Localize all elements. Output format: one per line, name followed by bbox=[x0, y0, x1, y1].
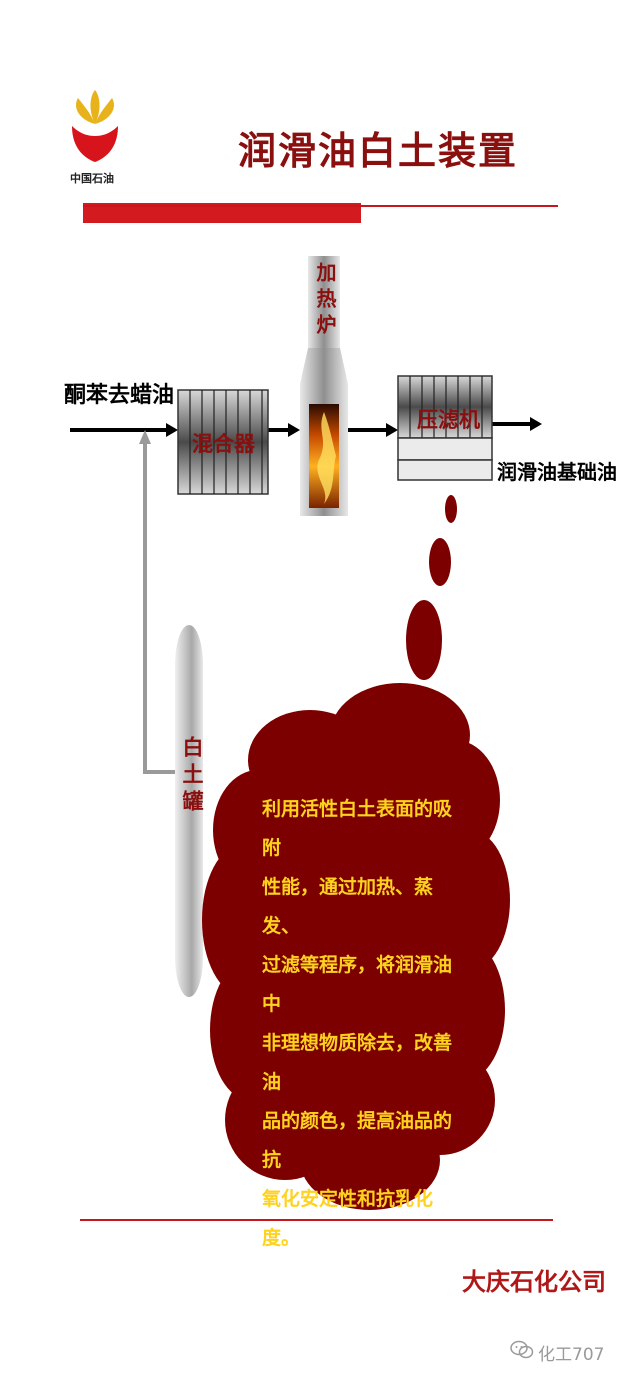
product-arrow bbox=[492, 417, 542, 431]
callout-line: 品的颜色，提高油品的抗 bbox=[262, 1110, 453, 1171]
clay-tank-label: 白土罐 bbox=[180, 736, 205, 817]
callout-line: 性能，通过加热、蒸发、 bbox=[262, 876, 434, 937]
clay-feed-line bbox=[139, 430, 175, 774]
product-label: 润滑油基础油 bbox=[497, 460, 617, 484]
logo-text: 中国石油 bbox=[70, 172, 114, 185]
footer-divider bbox=[80, 1219, 553, 1221]
clay-tank bbox=[175, 625, 203, 997]
callout-line: 非理想物质除去，改善油 bbox=[262, 1032, 453, 1093]
header-red-bar bbox=[83, 203, 361, 223]
mixer-unit bbox=[177, 389, 269, 495]
thought-bubbles bbox=[406, 495, 457, 680]
mixer-label: 混合器 bbox=[192, 431, 255, 456]
furnace-label: 加热炉 bbox=[313, 262, 337, 340]
footer-company: 大庆石化公司 bbox=[462, 1267, 606, 1296]
mixer-to-furnace-arrow bbox=[268, 423, 300, 437]
callout-line: 氧化安定性和抗乳化度。 bbox=[262, 1188, 434, 1249]
wechat-icon bbox=[510, 1340, 534, 1359]
header-divider bbox=[83, 205, 558, 207]
heating-furnace bbox=[300, 256, 348, 516]
filter-label: 压滤机 bbox=[417, 407, 480, 432]
feed-arrow bbox=[70, 423, 178, 437]
filter-press bbox=[397, 375, 493, 481]
callout-line: 利用活性白土表面的吸附 bbox=[262, 798, 453, 859]
petrochina-logo bbox=[72, 90, 118, 162]
furnace-to-filter-arrow bbox=[346, 423, 398, 437]
callout-cloud bbox=[202, 683, 510, 1210]
feed-label: 酮苯去蜡油 bbox=[64, 382, 175, 408]
callout-text: 利用活性白土表面的吸附 性能，通过加热、蒸发、 过滤等程序，将润滑油中 非理想物… bbox=[262, 790, 452, 1258]
callout-line: 过滤等程序，将润滑油中 bbox=[262, 954, 453, 1015]
page-title: 润滑油白土装置 bbox=[238, 128, 519, 173]
watermark-text: 化工707 bbox=[538, 1345, 605, 1365]
